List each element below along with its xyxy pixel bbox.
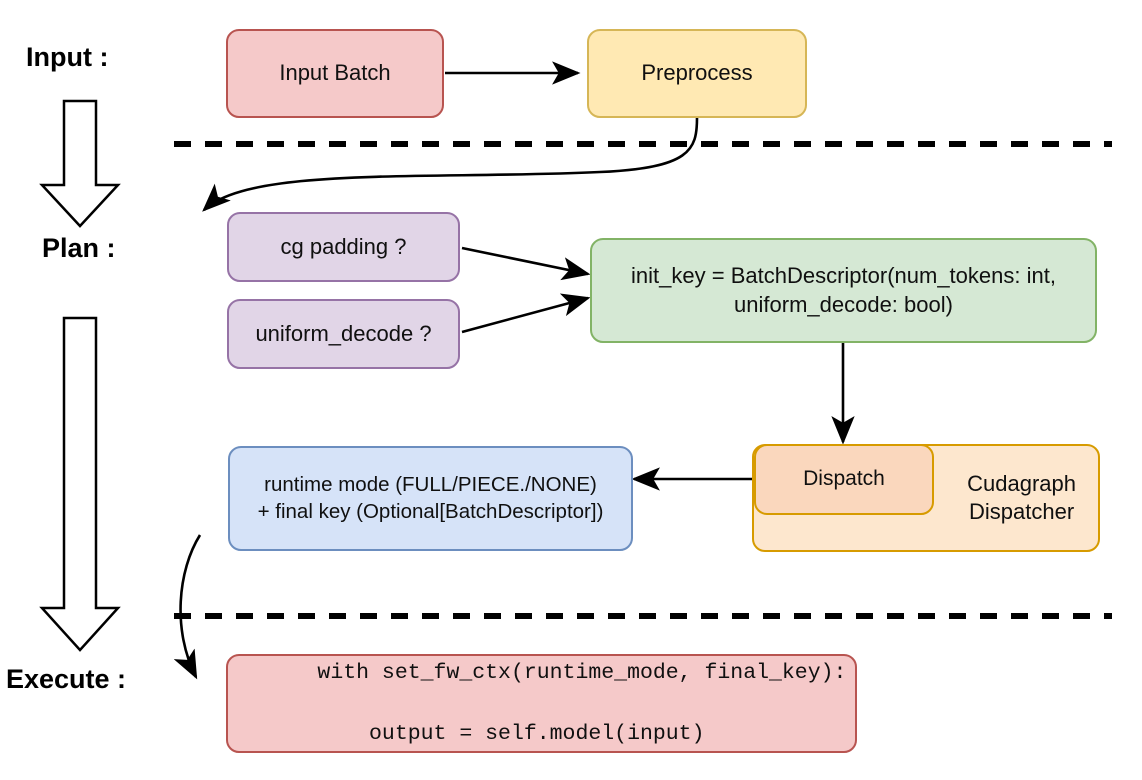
node-init-key-line2: uniform_decode: bool): [734, 291, 953, 317]
node-execute-code-text: with set_fw_ctx(runtime_mode, final_key)…: [240, 627, 846, 780]
node-input-batch[interactable]: Input Batch: [226, 29, 444, 118]
node-init-key[interactable]: init_key = BatchDescriptor(num_tokens: i…: [590, 238, 1097, 343]
node-dispatch-label: Dispatch: [803, 467, 885, 491]
stage-block-arrow-input-to-plan: [39, 99, 121, 228]
stage-label-execute: Execute :: [6, 664, 127, 694]
node-runtime-mode-line2: + final key (Optional[BatchDescriptor]): [257, 499, 604, 523]
node-uniform-decode-label: uniform_decode ?: [255, 320, 432, 346]
node-runtime-mode-line1: runtime mode (FULL/PIECE./NONE): [264, 473, 597, 497]
edge-runtime-mode-to-execute-code: [173, 534, 202, 680]
edge-uniform-decode-to-init-key: [461, 293, 591, 334]
node-preprocess-label: Preprocess: [641, 60, 753, 86]
node-execute-code[interactable]: with set_fw_ctx(runtime_mode, final_key)…: [226, 654, 857, 753]
edge-preprocess-to-plan: [202, 117, 699, 212]
stage-label-plan: Plan :: [42, 233, 116, 263]
node-runtime-mode[interactable]: runtime mode (FULL/PIECE./NONE) + final …: [228, 446, 633, 551]
node-cudagraph-dispatcher-text: Cudagraph Dispatcher: [967, 470, 1076, 526]
node-uniform-decode[interactable]: uniform_decode ?: [227, 299, 460, 369]
node-cg-padding-label: cg padding ?: [280, 233, 407, 259]
node-cg-padding[interactable]: cg padding ?: [227, 212, 460, 282]
node-execute-code-line1: with set_fw_ctx(runtime_mode, final_key)…: [317, 660, 847, 685]
node-dispatch[interactable]: Dispatch: [754, 444, 934, 515]
node-cudagraph-dispatcher-line2: Dispatcher: [968, 499, 1075, 524]
node-runtime-mode-text: runtime mode (FULL/PIECE./NONE) + final …: [258, 472, 604, 524]
edge-cg-padding-to-init-key: [461, 246, 591, 281]
node-init-key-line1: init_key = BatchDescriptor(num_tokens: i…: [631, 263, 1056, 289]
stage-label-input: Input :: [26, 42, 109, 72]
node-preprocess[interactable]: Preprocess: [587, 29, 807, 118]
node-input-batch-label: Input Batch: [279, 60, 391, 86]
node-execute-code-line2: output = self.model(input): [317, 721, 705, 746]
node-init-key-text: init_key = BatchDescriptor(num_tokens: i…: [631, 262, 1056, 318]
stage-block-arrow-plan-to-execute: [39, 316, 121, 652]
node-cudagraph-dispatcher-line1: Cudagraph: [967, 470, 1076, 496]
